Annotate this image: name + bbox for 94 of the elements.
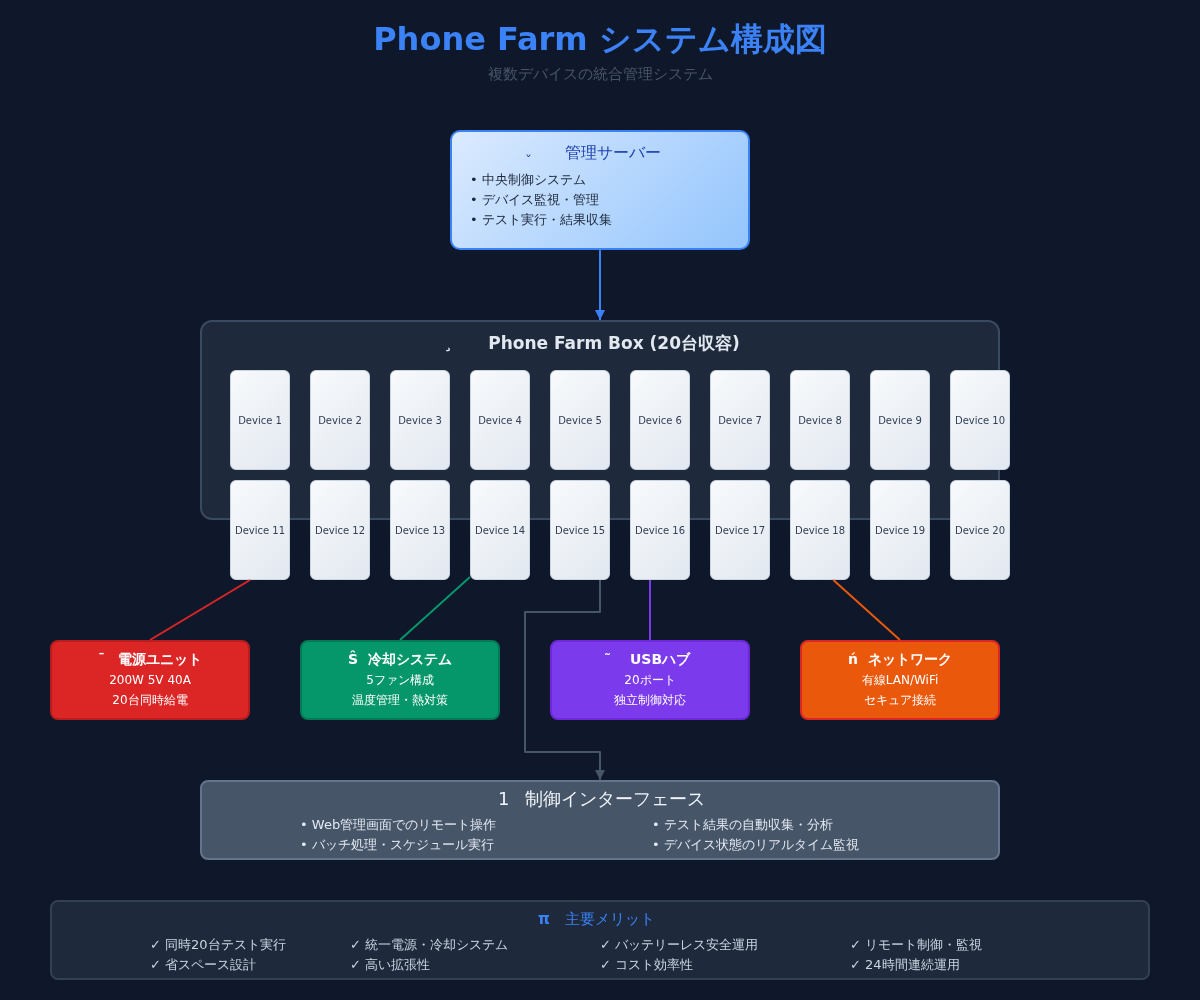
check-item: ✓ 統一電源・冷却システム — [350, 937, 509, 953]
device-label: Device 14 — [474, 525, 526, 537]
device-label: Device 1 — [238, 415, 282, 427]
device-label: Device 3 — [398, 415, 442, 427]
device-card — [950, 370, 1010, 470]
device-label: Device 9 — [878, 415, 922, 427]
card-title: USBハブ — [629, 651, 691, 668]
check-item: ✓ バッテリーレス安全運用 — [600, 937, 759, 953]
device-label: Device 2 — [318, 415, 362, 427]
check-item: ✓ 同時20台テスト実行 — [150, 937, 286, 953]
device-label: Device 18 — [794, 525, 846, 537]
spec-text: セキュア接続 — [864, 693, 936, 708]
bullet-item: • デバイス監視・管理 — [470, 192, 599, 208]
device-card — [710, 480, 770, 580]
device-card — [310, 370, 370, 470]
device-card — [470, 480, 530, 580]
spec-text: 有線LAN/WiFi — [861, 673, 939, 688]
page-subtitle: 複数デバイスの統合管理システム — [487, 65, 713, 83]
bullet-item: • Web管理画面でのリモート操作 — [300, 817, 497, 833]
component-card — [50, 640, 250, 720]
device-label: Device 10 — [954, 415, 1006, 427]
device-card — [230, 480, 290, 580]
device-label: Device 6 — [638, 415, 682, 427]
spec-text: 独立制御対応 — [614, 693, 686, 708]
device-label: Device 4 — [478, 415, 522, 427]
device-card — [630, 370, 690, 470]
device-card — [710, 370, 770, 470]
card-title: 管理サーバー — [565, 143, 661, 163]
card-title: 電源ユニット — [118, 651, 202, 668]
device-label: Device 20 — [954, 525, 1006, 537]
device-card — [470, 370, 530, 470]
device-card — [390, 370, 450, 470]
device-card — [390, 480, 450, 580]
card-title: ネットワーク — [868, 651, 952, 668]
device-card — [310, 480, 370, 580]
connector-line — [832, 579, 901, 641]
spec-text: 20台同時給電 — [112, 693, 188, 708]
bullet-item: • テスト結果の自動収集・分析 — [652, 817, 833, 833]
device-card — [790, 370, 850, 470]
device-label: Device 17 — [714, 525, 766, 537]
bullet-item: • バッチ処理・スケジュール実行 — [300, 837, 494, 853]
device-card — [790, 480, 850, 580]
merits-panel — [50, 900, 1150, 980]
device-label: Device 15 — [554, 525, 606, 537]
device-label: Device 19 — [874, 525, 926, 537]
panel-title: 制御インターフェース — [525, 788, 705, 810]
device-card — [550, 480, 610, 580]
device-label: Device 13 — [394, 525, 446, 537]
heading-symbol: ˉ — [98, 651, 105, 668]
spec-text: 5ファン構成 — [366, 673, 434, 688]
arrow — [524, 579, 605, 781]
connector-line — [399, 576, 471, 641]
component-card — [800, 640, 1000, 720]
check-item: ✓ 高い拡張性 — [350, 957, 431, 973]
device-card — [870, 370, 930, 470]
heading-symbol: 1 — [498, 788, 510, 810]
device-card — [550, 370, 610, 470]
connector-line — [149, 579, 251, 641]
spec-text: 200W 5V 40A — [109, 673, 191, 688]
panel-title: 主要メリット — [565, 910, 655, 928]
check-item: ✓ リモート制御・監視 — [850, 937, 983, 953]
device-label: Device 11 — [234, 525, 286, 537]
component-card — [550, 640, 750, 720]
bullet-item: • 中央制御システム — [470, 172, 586, 188]
spec-text: 温度管理・熱対策 — [352, 693, 448, 708]
bullet-item: • テスト実行・結果収集 — [470, 212, 612, 228]
device-label: Device 7 — [718, 415, 762, 427]
connector-line — [649, 579, 651, 641]
heading-symbol: ¸ — [444, 332, 453, 353]
bullet-item: • デバイス状態のリアルタイム監視 — [652, 837, 859, 853]
device-label: Device 5 — [558, 415, 602, 427]
card-title: 冷却システム — [368, 651, 452, 668]
spec-text: 20ポート — [624, 673, 676, 688]
page-title: Phone Farm システム構成図 — [373, 20, 827, 59]
device-card — [950, 480, 1010, 580]
check-item: ✓ 省スペース設計 — [150, 957, 257, 973]
device-label: Device 8 — [798, 415, 842, 427]
component-card — [300, 640, 500, 720]
heading-symbol: ˜ — [604, 651, 611, 668]
check-item: ✓ コスト効率性 — [600, 957, 694, 973]
interface-panel — [200, 780, 1000, 860]
arrow — [595, 249, 605, 321]
device-card — [230, 370, 290, 470]
device-card — [870, 480, 930, 580]
heading-symbol: ˇ — [525, 153, 532, 170]
heading-symbol: Ŝ — [348, 651, 359, 668]
heading-symbol: π — [538, 910, 550, 928]
heading-symbol: ń — [848, 651, 858, 668]
server-card — [450, 130, 750, 250]
device-label: Device 12 — [314, 525, 366, 537]
panel-title: Phone Farm Box (20台収容) — [488, 333, 740, 354]
device-label: Device 16 — [634, 525, 686, 537]
check-item: ✓ 24時間連続運用 — [850, 957, 960, 973]
device-card — [630, 480, 690, 580]
